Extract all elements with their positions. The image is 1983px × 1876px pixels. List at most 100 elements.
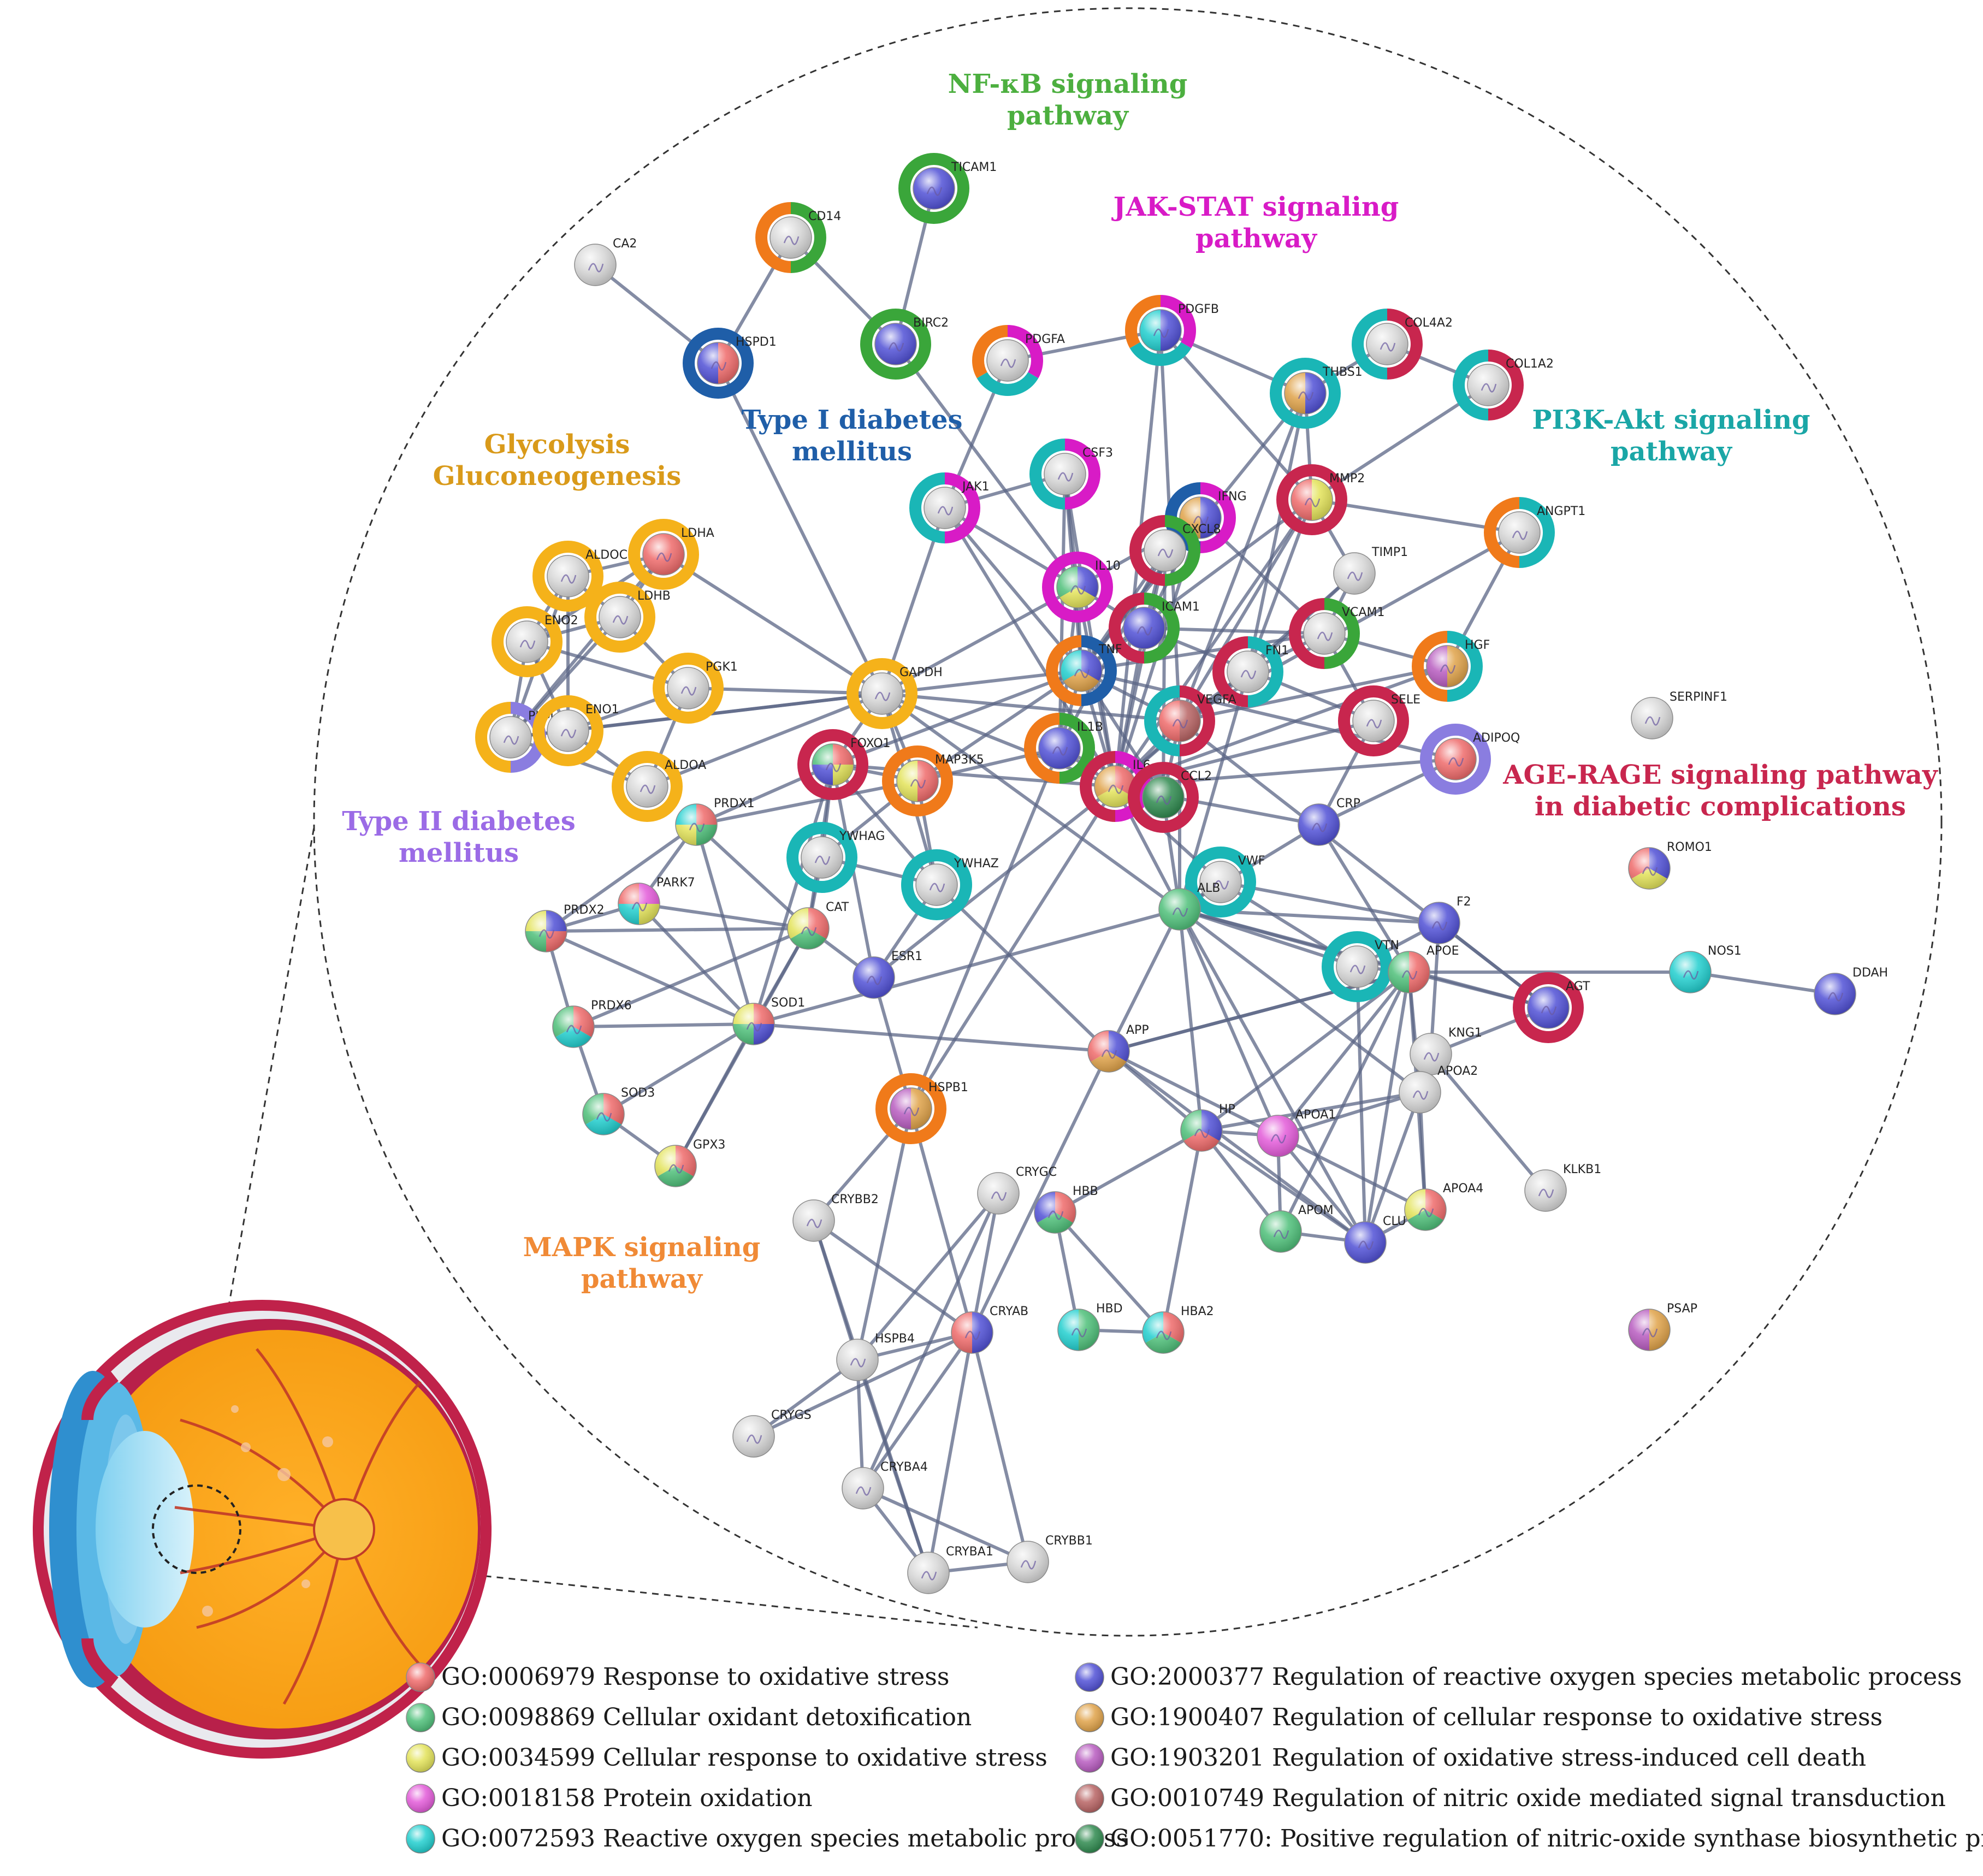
node-thbs1[interactable]: THBS1 — [1270, 358, 1363, 429]
node-hspd1[interactable]: HSPD1 — [683, 328, 777, 399]
node-agt[interactable]: AGT — [1513, 972, 1590, 1043]
node-hspb1[interactable]: HSPB1 — [875, 1073, 968, 1144]
node-gpx3[interactable]: GPX3 — [654, 1138, 725, 1187]
node-crygc[interactable]: CRYGC — [977, 1165, 1057, 1215]
node-label: HBA2 — [1181, 1305, 1214, 1318]
node-vcam1[interactable]: VCAM1 — [1289, 598, 1384, 669]
node-clu[interactable]: CLU — [1344, 1215, 1406, 1264]
node-kng1[interactable]: KNG1 — [1410, 1026, 1482, 1075]
node-adipoq[interactable]: ADIPOQ — [1420, 724, 1520, 795]
node-nos1[interactable]: NOS1 — [1669, 944, 1742, 993]
edge-ALB-APOA1 — [1178, 908, 1280, 1138]
node-pgk1[interactable]: PGK1 — [653, 653, 738, 724]
node-klkb1[interactable]: KLKB1 — [1524, 1163, 1601, 1212]
node-angpt1[interactable]: ANGPT1 — [1484, 497, 1585, 568]
structure-glyph — [640, 784, 656, 794]
node-vtn[interactable]: VTN — [1322, 931, 1399, 1002]
node-app[interactable]: APP — [1087, 1023, 1149, 1073]
node-foxo1[interactable]: FOXO1 — [797, 729, 891, 800]
node-apoa4[interactable]: APOA4 — [1404, 1182, 1483, 1231]
node-ticam1[interactable]: TICAM1 — [898, 153, 997, 224]
node-apom[interactable]: APOM — [1259, 1204, 1334, 1253]
node-gapdh[interactable]: GAPDH — [847, 658, 943, 729]
node-park7[interactable]: PARK7 — [618, 876, 695, 925]
structure-glyph — [1000, 358, 1016, 368]
node-vegfa[interactable]: VEGFA — [1144, 685, 1236, 756]
node-apoe[interactable]: APOE — [1388, 944, 1459, 993]
node-ldhb[interactable]: LDHB — [584, 582, 671, 653]
edge-APOA1-CLU — [1276, 1134, 1367, 1244]
node-hbb[interactable]: HBB — [1034, 1185, 1098, 1234]
edge-FOXO1-SOD1 — [752, 763, 834, 1026]
node-il1b[interactable]: IL1B — [1024, 713, 1103, 784]
node-ccl2[interactable]: CCL2 — [1128, 762, 1212, 833]
node-hgf[interactable]: HGF — [1412, 631, 1490, 702]
node-sele[interactable]: SELE — [1338, 685, 1420, 756]
node-psap[interactable]: PSAP — [1628, 1302, 1697, 1351]
node-icam1[interactable]: ICAM1 — [1109, 593, 1200, 664]
node-ddah[interactable]: DDAH — [1814, 966, 1888, 1015]
node-crybb1[interactable]: CRYBB1 — [1007, 1534, 1093, 1583]
node-cat[interactable]: CAT — [787, 901, 849, 950]
node-eno2[interactable]: ENO2 — [492, 606, 578, 677]
structure-glyph — [921, 1571, 937, 1581]
node-ywhag[interactable]: YWHAG — [786, 822, 885, 893]
structure-glyph — [689, 822, 705, 832]
node-col1a2[interactable]: COL1A2 — [1453, 350, 1554, 421]
structure-glyph — [612, 615, 629, 625]
node-eno1[interactable]: ENO1 — [532, 695, 619, 766]
node-label: PGK1 — [706, 660, 738, 674]
node-jak1[interactable]: JAK1 — [909, 472, 990, 543]
node-crygs[interactable]: CRYGS — [732, 1409, 812, 1458]
node-cryba1[interactable]: CRYBA1 — [907, 1545, 993, 1594]
pathway-ring — [1144, 593, 1180, 664]
node-cryab[interactable]: CRYAB — [951, 1305, 1028, 1354]
node-prdx6[interactable]: PRDX6 — [552, 999, 632, 1048]
node-il10[interactable]: IL10 — [1042, 552, 1121, 623]
node-hbd[interactable]: HBD — [1057, 1302, 1123, 1351]
node-birc2[interactable]: BIRC2 — [860, 309, 949, 380]
node-crp[interactable]: CRP — [1298, 797, 1360, 846]
node-cxcl8[interactable]: CXCL8 — [1129, 515, 1221, 586]
node-romo1[interactable]: ROMO1 — [1628, 841, 1712, 890]
node-map3k5[interactable]: MAP3K5 — [882, 745, 984, 816]
node-fn1[interactable]: FN1 — [1212, 636, 1289, 707]
node-prdx2[interactable]: PRDX2 — [525, 903, 605, 952]
node-label: CRYBB2 — [831, 1193, 879, 1206]
legend-label: GO:2000377 Regulation of reactive oxygen… — [1110, 1663, 1962, 1691]
node-sod1[interactable]: SOD1 — [732, 996, 805, 1045]
node-mmp2[interactable]: MMP2 — [1276, 464, 1365, 535]
node-alb[interactable]: ALB — [1158, 881, 1220, 931]
node-f2[interactable]: F2 — [1418, 895, 1471, 944]
node-pdgfa[interactable]: PDGFA — [972, 325, 1065, 396]
node-ifng[interactable]: IFNG — [1165, 482, 1247, 553]
node-ldha[interactable]: LDHA — [628, 519, 714, 590]
node-csf3[interactable]: CSF3 — [1029, 439, 1113, 510]
node-hba2[interactable]: HBA2 — [1142, 1305, 1214, 1354]
node-ywhaz[interactable]: YWHAZ — [901, 849, 999, 920]
node-timp1[interactable]: TIMP1 — [1333, 546, 1408, 595]
node-tnf[interactable]: TNF — [1046, 635, 1122, 706]
node-label: TNF — [1098, 643, 1122, 656]
node-col4a2[interactable]: COL4A2 — [1352, 309, 1453, 380]
node-aldoc[interactable]: ALDOC — [532, 541, 628, 612]
node-esr1[interactable]: ESR1 — [853, 950, 922, 999]
pathway-ring — [1024, 713, 1060, 784]
node-serpinf1[interactable]: SERPINF1 — [1631, 690, 1727, 739]
node-sod3[interactable]: SOD3 — [582, 1086, 655, 1135]
node-cryba4[interactable]: CRYBA4 — [842, 1460, 928, 1510]
pathway-ring — [1160, 295, 1196, 348]
node-apoa2[interactable]: APOA2 — [1399, 1064, 1478, 1114]
node-ca2[interactable]: CA2 — [574, 237, 637, 286]
node-hspb4[interactable]: HSPB4 — [836, 1332, 915, 1381]
node-prdx1[interactable]: PRDX1 — [675, 797, 755, 846]
pathway-ring — [475, 702, 511, 773]
node-crybb2[interactable]: CRYBB2 — [792, 1193, 879, 1242]
node-cd14[interactable]: CD14 — [755, 202, 841, 273]
pathway-ring — [755, 202, 791, 273]
node-pdgfb[interactable]: PDGFB — [1125, 295, 1219, 366]
node-apoa1[interactable]: APOA1 — [1257, 1108, 1336, 1157]
node-vwf[interactable]: VWF — [1185, 847, 1265, 918]
node-hp[interactable]: HP — [1180, 1103, 1235, 1152]
node-aldoa[interactable]: ALDOA — [612, 751, 706, 822]
